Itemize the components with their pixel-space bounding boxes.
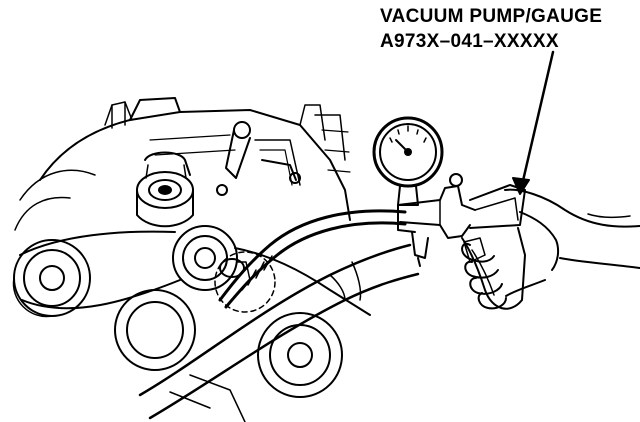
throttle-body [137, 153, 193, 227]
pulley-center [173, 226, 237, 290]
tool-name-label: VACUUM PUMP/GAUGE [380, 6, 603, 27]
tool-callout-label: VACUUM PUMP/GAUGE A973X–041–XXXXX [380, 4, 602, 54]
engine-block [15, 98, 350, 230]
vacuum-hose [220, 211, 405, 307]
throttle-lever [217, 122, 300, 195]
vacuum-port-detail [215, 252, 275, 312]
part-number-label: A973X–041–XXXXX [380, 31, 559, 52]
pulley-left [13, 240, 90, 317]
vacuum-gauge[interactable] [374, 118, 442, 205]
pump-valve-block [398, 174, 475, 266]
pump-handle[interactable] [462, 185, 525, 309]
callout-leader-arrow [513, 52, 553, 194]
drive-belt [20, 232, 370, 315]
intake-hose [140, 245, 418, 422]
hand [462, 190, 640, 309]
